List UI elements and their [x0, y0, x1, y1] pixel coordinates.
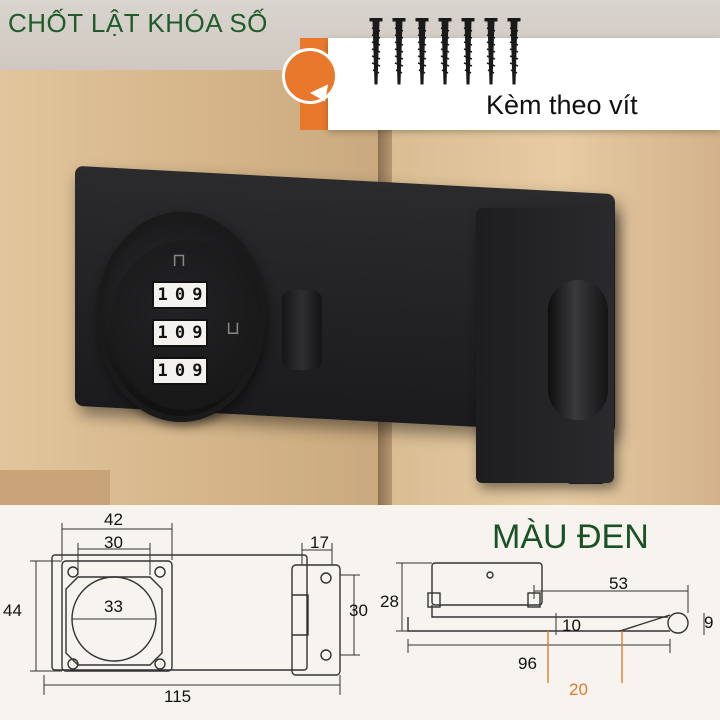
code-wheel-row-3[interactable]: 1 0 9: [152, 357, 208, 385]
dim-hinge-height: 9: [704, 613, 714, 632]
screws-included-note: Kèm theo vít: [486, 90, 638, 120]
dim-hasp-width: 17: [310, 533, 329, 552]
dim-side-thickness: 10: [562, 616, 581, 635]
code-digit: 9: [192, 285, 203, 305]
color-label: MÀU ĐEN: [492, 518, 649, 556]
dim-side-height: 28: [380, 592, 399, 611]
dim-total-length: 115: [164, 687, 192, 706]
code-digit: 0: [174, 361, 186, 381]
dim-hasp-height: 30: [349, 601, 368, 620]
dim-front-width-outer: 42: [104, 510, 123, 529]
lock-icon: ⊔: [226, 318, 241, 338]
code-digit: 1: [157, 285, 168, 305]
screws-icon: [369, 18, 521, 85]
code-digit: 0: [174, 285, 186, 305]
dim-side-length: 96: [518, 654, 537, 673]
code-digit: 9: [192, 361, 203, 381]
speech-bubble-icon: [282, 48, 338, 104]
dimension-diagram: [0, 505, 720, 720]
dim-side-overhang: 53: [609, 574, 628, 593]
code-wheel-row-2[interactable]: 1 0 9: [152, 319, 208, 347]
hinge-barrel: [548, 280, 608, 420]
dim-front-width-inner: 30: [104, 533, 123, 552]
code-digit: 9: [192, 323, 203, 343]
code-wheel-row-1[interactable]: 1 0 9: [152, 281, 208, 309]
code-digit: 0: [174, 323, 186, 343]
dim-hinge-offset: 20: [569, 680, 588, 699]
code-digit: 1: [157, 323, 168, 343]
dim-dial-diameter: 33: [104, 597, 123, 616]
side-view-drawing: [396, 562, 705, 683]
lock-knob: [282, 290, 322, 370]
code-digit: 1: [157, 361, 168, 381]
cabinet-frame: [0, 470, 110, 505]
dim-height: 44: [3, 601, 22, 620]
screws-banner: [328, 38, 720, 130]
product-photo: ⊓ ⊔ 1 0 9 1 0 9 1 0 9: [0, 0, 720, 505]
front-view-drawing: [30, 523, 360, 695]
product-title: CHỐT LẬT KHÓA SỐ: [8, 8, 268, 38]
unlock-icon: ⊓: [172, 250, 187, 270]
